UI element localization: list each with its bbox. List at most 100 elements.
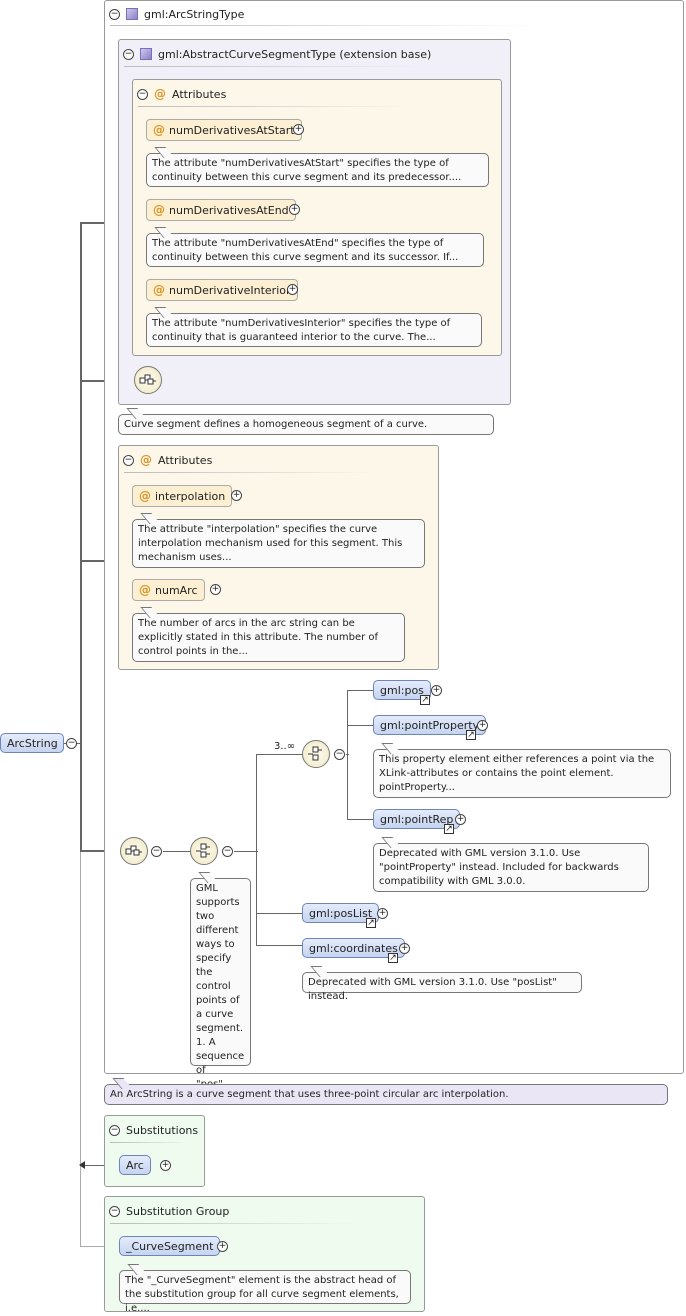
connector: [347, 690, 374, 691]
reference-icon: ↗: [420, 695, 430, 705]
expand-icon[interactable]: +: [399, 943, 410, 954]
connector: [80, 852, 81, 1247]
attributes-header: − @ Attributes: [137, 86, 226, 102]
attribute-interpolation[interactable]: @ interpolation: [132, 485, 233, 507]
sequence-compositor-icon[interactable]: [120, 837, 148, 865]
expand-icon[interactable]: +: [377, 908, 388, 919]
attribute-icon: @: [153, 203, 165, 217]
connector: [347, 690, 348, 820]
attribute-name: interpolation: [155, 489, 226, 503]
element-gml-coordinates[interactable]: gml:coordinates: [302, 938, 405, 958]
substitution-group-doc: The "_CurveSegment" element is the abstr…: [119, 1270, 411, 1314]
element-Arc[interactable]: Arc: [119, 1155, 151, 1175]
expand-icon[interactable]: +: [231, 490, 242, 501]
expand-icon[interactable]: +: [210, 584, 221, 595]
attribute-icon: @: [139, 583, 151, 597]
collapse-icon[interactable]: −: [109, 1124, 120, 1136]
element-doc: This property element either references …: [373, 749, 671, 798]
choice-compositor-icon[interactable]: [190, 837, 218, 865]
connector: [347, 725, 374, 726]
divider: [138, 106, 408, 107]
attribute-name: numDerivativesAtEnd: [169, 203, 289, 217]
expand-icon[interactable]: +: [287, 284, 298, 295]
element-CurveSegment[interactable]: _CurveSegment: [119, 1236, 221, 1256]
element-doc: Deprecated with GML version 3.1.0. Use "…: [302, 972, 582, 1002]
connector: [256, 754, 303, 755]
collapse-icon[interactable]: −: [222, 846, 233, 857]
attribute-numDerivativesAtStart[interactable]: @ numDerivativesAtStart: [146, 119, 302, 141]
connector: [84, 1165, 120, 1166]
substitution-group-title: Substitution Group: [126, 1204, 230, 1218]
attribute-icon: @: [153, 283, 165, 297]
divider: [124, 472, 374, 473]
element-gml-pointProperty[interactable]: gml:pointProperty: [373, 715, 487, 735]
collapse-icon[interactable]: −: [123, 48, 134, 60]
attributes-title: Attributes: [158, 453, 213, 467]
complex-type-icon: [140, 48, 152, 60]
divider: [110, 1142, 190, 1143]
occurrence-label: 3..∞: [274, 741, 296, 752]
substitution-group-header: − Substitution Group: [109, 1203, 229, 1219]
collapse-icon[interactable]: −: [137, 88, 148, 100]
attribute-numDerivativesAtEnd[interactable]: @ numDerivativesAtEnd: [146, 199, 296, 221]
connector: [80, 560, 120, 562]
divider: [110, 1223, 360, 1224]
sequence-compositor-icon[interactable]: [302, 740, 330, 768]
type-title: gml:ArcStringType: [144, 7, 245, 21]
sequence-compositor-icon[interactable]: [134, 366, 162, 394]
expand-icon[interactable]: +: [217, 1241, 228, 1252]
element-gml-pos[interactable]: gml:pos: [373, 680, 431, 700]
attributes-title: Attributes: [172, 87, 227, 101]
type-box-header: − gml:ArcStringType: [109, 6, 244, 22]
expand-icon[interactable]: +: [289, 204, 300, 215]
element-name: gml:coordinates: [309, 941, 398, 955]
attribute-numArc[interactable]: @ numArc: [132, 579, 205, 601]
collapse-icon[interactable]: −: [151, 846, 162, 857]
connector: [163, 851, 191, 852]
connector: [256, 945, 303, 946]
expand-icon[interactable]: +: [431, 685, 442, 696]
connector: [234, 851, 258, 852]
reference-icon: ↗: [388, 953, 398, 963]
element-gml-posList[interactable]: gml:posList: [302, 903, 380, 923]
element-name: gml:posList: [309, 906, 373, 920]
attribute-icon: @: [140, 453, 152, 467]
base-title: gml:AbstractCurveSegmentType (extension …: [158, 47, 432, 61]
expand-icon[interactable]: +: [160, 1160, 171, 1171]
collapse-icon[interactable]: −: [66, 738, 77, 749]
connector: [256, 913, 303, 914]
connector: [80, 222, 82, 852]
complex-type-icon: [126, 8, 138, 20]
divider: [110, 25, 540, 26]
substitutions-box: [104, 1115, 205, 1187]
collapse-icon[interactable]: −: [334, 749, 345, 760]
reference-icon: ↗: [466, 730, 476, 740]
connector: [256, 754, 257, 946]
attribute-doc: The attribute "numDerivativesInterior" s…: [146, 313, 482, 347]
attribute-icon: @: [154, 87, 166, 101]
root-element-ArcString[interactable]: ArcString: [0, 733, 64, 753]
type-doc: An ArcString is a curve segment that use…: [104, 1084, 668, 1105]
collapse-icon[interactable]: −: [109, 1205, 120, 1217]
reference-icon: ↗: [444, 824, 454, 834]
arrow-left-icon: [79, 1161, 85, 1169]
collapse-icon[interactable]: −: [109, 8, 120, 20]
element-name: gml:pointProperty: [380, 718, 480, 732]
expand-icon[interactable]: +: [477, 720, 488, 731]
base-box-header: − gml:AbstractCurveSegmentType (extensio…: [123, 46, 431, 62]
expand-icon[interactable]: +: [455, 814, 466, 825]
attribute-doc: The attribute "interpolation" specifies …: [132, 519, 425, 568]
attribute-doc: The number of arcs in the arc string can…: [132, 613, 405, 662]
attributes-header: − @ Attributes: [123, 452, 212, 468]
element-doc: Deprecated with GML version 3.1.0. Use "…: [373, 843, 649, 892]
attribute-doc: The attribute "numDerivativesAtEnd" spec…: [146, 233, 484, 267]
attribute-name: numDerivativesAtStart: [169, 123, 295, 137]
connector: [347, 819, 374, 820]
element-name: Arc: [126, 1158, 144, 1172]
attribute-name: numDerivativeInterior: [169, 283, 291, 297]
element-gml-pointRep[interactable]: gml:pointRep: [373, 809, 461, 829]
attribute-numDerivativeInterior[interactable]: @ numDerivativeInterior: [146, 279, 298, 301]
element-name: gml:pointRep: [380, 812, 454, 826]
collapse-icon[interactable]: −: [123, 454, 134, 466]
expand-icon[interactable]: +: [293, 124, 304, 135]
